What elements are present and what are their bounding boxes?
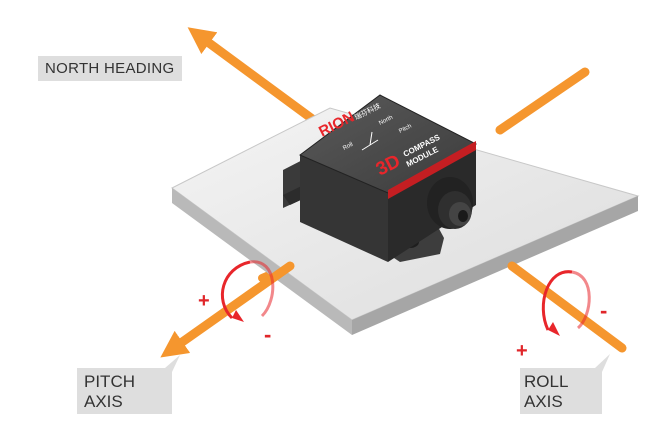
- north-heading-label: NORTH HEADING: [45, 60, 175, 77]
- roll-axis-back: [495, 67, 590, 135]
- roll-axis-label-line2: AXIS: [524, 392, 563, 411]
- pitch-plus-sign: +: [198, 290, 210, 312]
- device-face-roll: Roll: [342, 142, 354, 152]
- device-axis-glyph: [361, 131, 379, 151]
- pitch-axis-callout-box: [77, 355, 180, 414]
- north-axis-arrow: [187, 27, 335, 137]
- roll-minus-sign: -: [600, 298, 608, 323]
- roll-plus-sign: +: [516, 340, 528, 362]
- device-face-pitch: Pitch: [398, 123, 413, 134]
- roll-axis-callout-box: [520, 354, 610, 414]
- pitch-axis-label-line1: PITCH: [84, 372, 135, 391]
- roll-rotation-indicator: [541, 270, 591, 336]
- pitch-axis-label-line2: AXIS: [84, 392, 123, 411]
- pitch-minus-sign: -: [264, 322, 272, 347]
- roll-axis-front: [507, 261, 627, 353]
- pitch-axis-label: PITCH AXIS: [84, 372, 135, 412]
- pitch-rotation-indicator: [220, 260, 275, 322]
- north-heading-callout-box: [38, 56, 182, 81]
- compass-module-device: RION 瑞芬科技 Roll North Pitch 3D COMPASS MO…: [283, 94, 478, 262]
- roll-axis-label-line1: ROLL: [524, 372, 569, 391]
- roll-axis-label: ROLL AXIS: [524, 372, 568, 412]
